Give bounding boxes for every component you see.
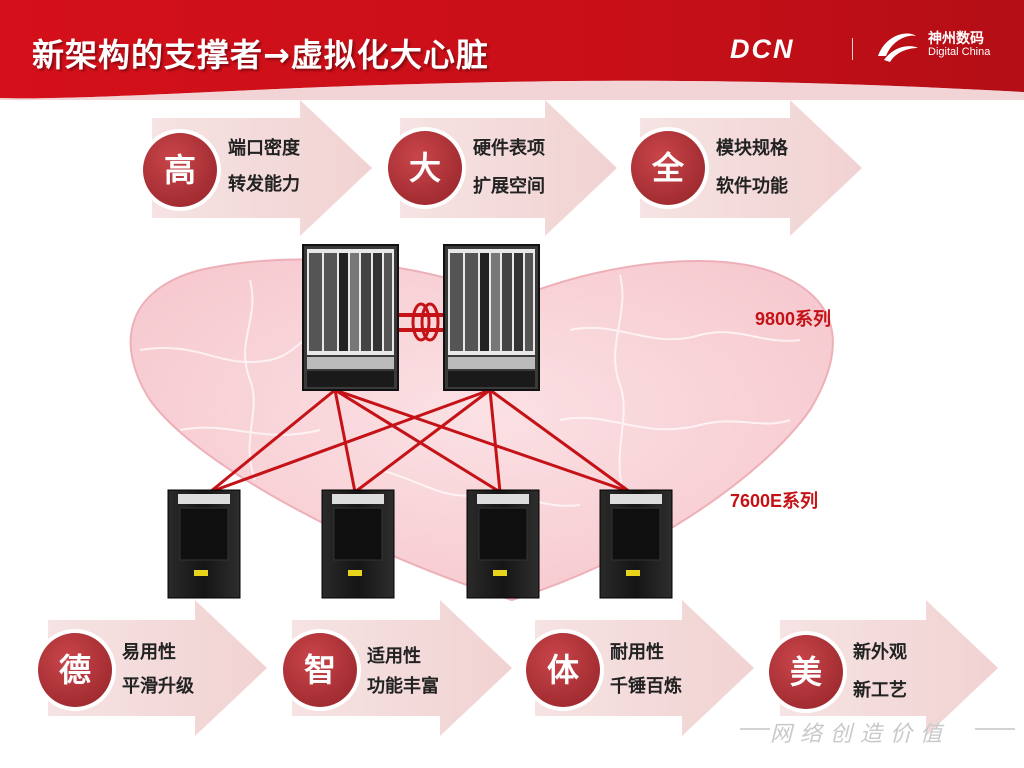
badge-char: 全 (651, 149, 684, 187)
core-switch-9800-left (302, 244, 399, 391)
arrow-line: 千锤百炼 (610, 676, 682, 697)
access-switch-7600e (321, 489, 395, 599)
network-links (209, 313, 631, 494)
bottom-arrow-1 (34, 600, 267, 736)
digital-china-logo-icon (878, 33, 918, 62)
badge-char: 高 (163, 151, 196, 189)
bottom-arrow-4 (765, 600, 998, 736)
badge-char: 体 (546, 651, 579, 689)
arrow-line: 易用性 (122, 642, 176, 663)
core-switch-9800-right (443, 244, 540, 391)
top-arrow-3 (627, 100, 862, 236)
dcn-logo: DCN (730, 34, 795, 64)
logo-divider (852, 38, 853, 60)
digital-china-en: Digital China (928, 46, 991, 58)
tagline-line-left (740, 728, 770, 730)
arrow-line: 端口密度 (228, 138, 300, 159)
bottom-arrow-3 (522, 600, 754, 736)
top-arrow-2 (384, 100, 617, 236)
digital-china-cn: 神州数码 (928, 31, 984, 47)
arrow-line: 平滑升级 (122, 676, 194, 697)
stacking-ring (411, 302, 431, 342)
access-series-label: 7600E系列 (730, 491, 819, 511)
arrow-line: 适用性 (367, 646, 421, 667)
badge-char: 智 (303, 651, 336, 689)
arrow-line: 耐用性 (610, 642, 664, 663)
top-arrow-1 (139, 100, 372, 236)
access-switch-7600e (466, 489, 540, 599)
badge-char: 大 (408, 149, 441, 187)
access-switch-7600e (167, 489, 241, 599)
arrow-line: 功能丰富 (367, 676, 439, 697)
header-banner (0, 0, 1024, 100)
arrow-line: 新外观 (853, 642, 907, 663)
access-switch-7600e (599, 489, 673, 599)
tagline-line-right (975, 728, 1015, 730)
stacking-ring (420, 302, 440, 342)
badge-char: 美 (789, 653, 822, 691)
tagline: 网络创造价值 (770, 722, 951, 747)
arrow-line: 转发能力 (228, 174, 300, 195)
arrow-line: 模块规格 (716, 138, 788, 159)
arrow-line: 扩展空间 (473, 176, 545, 197)
bottom-arrow-2 (279, 600, 512, 736)
arrow-line: 新工艺 (853, 680, 907, 701)
arrow-line: 硬件表项 (473, 138, 545, 159)
page-title: 新架构的支撑者→虚拟化大心脏 (32, 36, 489, 74)
badge-char: 德 (58, 651, 91, 689)
core-series-label: 9800系列 (755, 309, 832, 329)
arrow-line: 软件功能 (716, 176, 788, 197)
header-background (0, 0, 1024, 100)
